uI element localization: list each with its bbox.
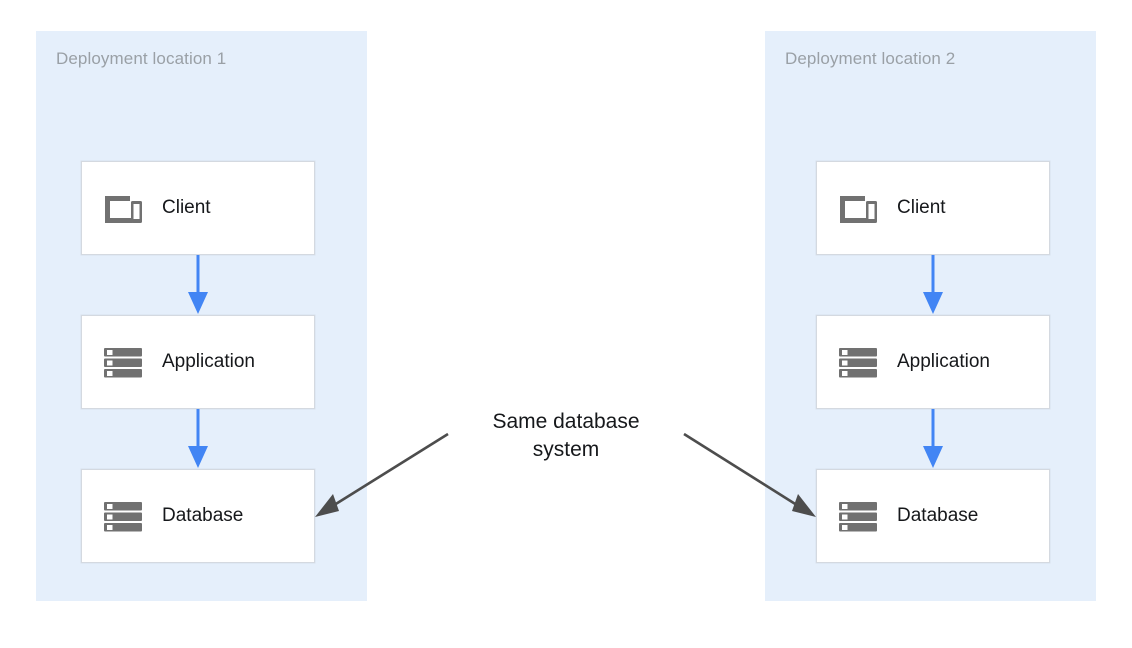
node-client-location-1-label: Client bbox=[162, 197, 211, 218]
node-client-location-2[interactable]: Client bbox=[816, 161, 1050, 255]
server-stack-icon bbox=[839, 502, 877, 532]
deployment-location-1-label: Deployment location 1 bbox=[56, 49, 227, 68]
devices-icon bbox=[840, 196, 877, 223]
node-client-location-1[interactable]: Client bbox=[81, 161, 315, 255]
server-stack-icon bbox=[104, 348, 142, 378]
node-client-location-2-label: Client bbox=[897, 197, 946, 218]
node-database-location-2[interactable]: Database bbox=[816, 469, 1050, 563]
devices-icon bbox=[105, 196, 142, 223]
server-stack-icon bbox=[104, 502, 142, 532]
deployment-location-2-label: Deployment location 2 bbox=[785, 49, 956, 68]
node-database-location-2-label: Database bbox=[897, 505, 979, 526]
node-database-location-1-label: Database bbox=[162, 505, 244, 526]
node-application-location-1[interactable]: Application bbox=[81, 315, 315, 409]
node-application-location-2-label: Application bbox=[897, 351, 990, 372]
node-application-location-1-label: Application bbox=[162, 351, 255, 372]
server-stack-icon bbox=[839, 348, 877, 378]
annotation-same-database-system: Same database system bbox=[466, 408, 666, 464]
node-database-location-1[interactable]: Database bbox=[81, 469, 315, 563]
annotation-line-1: Same database system bbox=[492, 410, 640, 461]
node-application-location-2[interactable]: Application bbox=[816, 315, 1050, 409]
